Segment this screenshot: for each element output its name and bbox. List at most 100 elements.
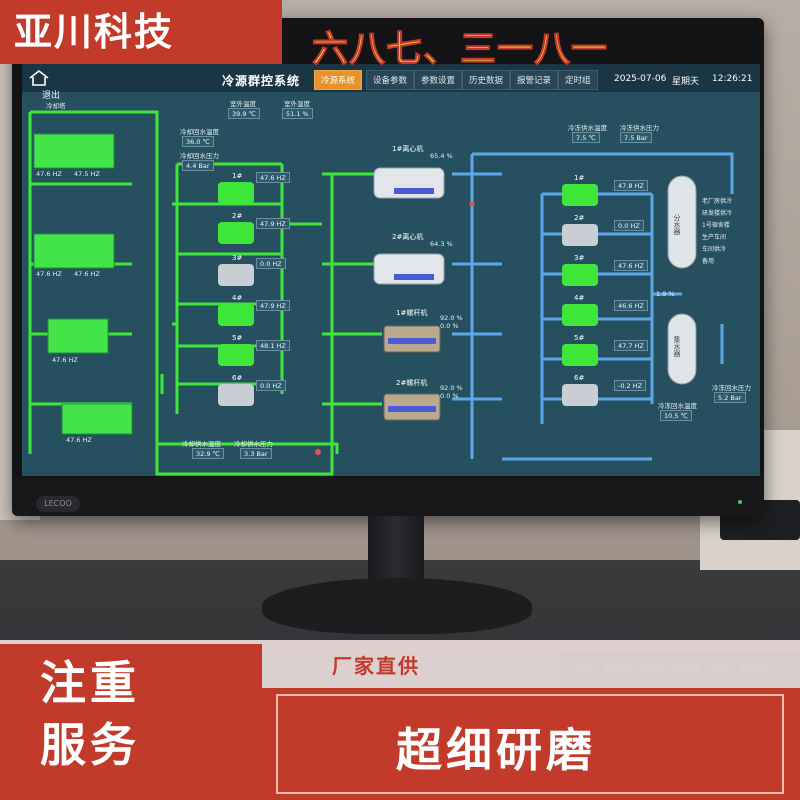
- cooling-tower-freq: 47.5 HZ: [74, 170, 100, 178]
- cooling-return-pressure-value: 4.4 Bar: [182, 160, 214, 171]
- chilled-pump-freq: 46.6 HZ: [614, 300, 648, 311]
- chilled-pump-name: 3#: [574, 254, 585, 262]
- chiller-name: 1#螺杆机: [396, 309, 428, 317]
- outdoor-temp-value: 39.9 ℃: [228, 108, 260, 119]
- chiller-load: 64.3 %: [430, 240, 453, 248]
- cooling-pump-freq: 0.0 HZ: [256, 380, 286, 391]
- exit-button[interactable]: 退出: [42, 91, 61, 101]
- chiller-name: 1#离心机: [392, 145, 424, 153]
- overlay-headline: 六八七、三一八一: [311, 29, 609, 71]
- chiller-load: 0.0 %: [440, 322, 459, 330]
- chilled-pump-name: 5#: [574, 334, 585, 342]
- overlay-left-line2: 服务: [40, 718, 140, 772]
- chilled-pump-name: 2#: [574, 214, 585, 222]
- cooling-pump-1-icon: [218, 182, 254, 204]
- chiller-load: 92.0 %: [440, 314, 463, 322]
- overlay-left-line1: 注重: [40, 656, 140, 710]
- clock-weekday: 星期天: [672, 77, 700, 87]
- cooling-pump-freq: 48.1 HZ: [256, 340, 290, 351]
- return-manifold-icon: [667, 313, 697, 385]
- cooling-return-temp-value: 36.0 ℃: [182, 136, 214, 147]
- chiller-load: 92.0 %: [440, 384, 463, 392]
- tab-param-settings[interactable]: 参数设置: [414, 70, 463, 90]
- cooling-return-pressure-label: 冷却回水压力: [180, 152, 219, 160]
- overlay-tagline-2: 超细研磨: [396, 723, 596, 777]
- cooling-pump-name: 2#: [232, 212, 243, 220]
- cooling-tower-freq: 47.6 HZ: [74, 270, 100, 278]
- chilled-pump-freq: 47.7 HZ: [614, 340, 648, 351]
- overlay-brand: 亚川科技: [0, 0, 282, 64]
- outdoor-humidity-value: 51.1 %: [282, 108, 313, 119]
- chilled-return-pressure-value: 5.2 Bar: [714, 392, 746, 403]
- branch-label: 备用: [702, 258, 715, 265]
- chilled-pump-3-icon: [562, 264, 598, 286]
- chilled-pump-freq: 0.0 HZ: [614, 220, 644, 231]
- chilled-pump-name: 1#: [574, 174, 585, 182]
- return-manifold-label: 集水器: [673, 336, 681, 357]
- supply-manifold-label: 分水器: [673, 214, 681, 235]
- chilled-pump-name: 4#: [574, 294, 585, 302]
- branch-label: 研发楼供冷: [702, 210, 733, 217]
- cooling-supply-temp-label: 冷却供水温度: [182, 440, 221, 448]
- cooling-tower-label: 冷却塔: [46, 102, 66, 110]
- clock-time: 12:26:21: [712, 74, 753, 84]
- chilled-pump-5-icon: [562, 344, 598, 366]
- branch-label: 1号宿舍楼: [702, 222, 730, 229]
- cooling-tower-freq: 47.6 HZ: [36, 170, 62, 178]
- tab-alarm-records[interactable]: 报警记录: [510, 70, 559, 90]
- supply-manifold-icon: [667, 175, 697, 269]
- chilled-return-temp-value: 10.5 ℃: [660, 410, 692, 421]
- cooling-pump-name: 6#: [232, 374, 243, 382]
- chiller-name: 2#离心机: [392, 233, 424, 241]
- chilled-supply-pressure-label: 冷冻供水压力: [620, 124, 659, 132]
- chilled-return-temp-label: 冷冻回水温度: [658, 402, 697, 410]
- chiller-icons: [373, 167, 445, 421]
- cooling-pump-freq: 0.0 HZ: [256, 258, 286, 269]
- chilled-pump-6-icon: [562, 384, 598, 406]
- branch-label: 生产车间: [702, 234, 727, 241]
- cooling-pump-name: 4#: [232, 294, 243, 302]
- cooling-pump-name: 3#: [232, 254, 243, 262]
- cooling-tower-1: [33, 133, 115, 169]
- chilled-pump-freq: 47.6 HZ: [614, 260, 648, 271]
- cooling-tower-freq: 47.6 HZ: [52, 356, 78, 364]
- chiller-load: 65.4 %: [430, 152, 453, 160]
- app-title: 冷源群控系统: [222, 74, 301, 88]
- cooling-pump-name: 1#: [232, 172, 243, 180]
- piping-diagram: [22, 92, 760, 476]
- cooling-supply-pressure-label: 冷却供水压力: [234, 440, 273, 448]
- cooling-pump-4-icon: [218, 304, 254, 326]
- valve-markers: [315, 201, 475, 455]
- home-icon[interactable]: [28, 69, 50, 87]
- branch-label: 老厂房供冷: [702, 198, 733, 205]
- tab-timer-groups[interactable]: 定时组: [558, 70, 598, 90]
- overlay-right-frame: [276, 694, 784, 794]
- cooling-supply-temp-value: 32.9 ℃: [192, 448, 224, 459]
- tab-device-params[interactable]: 设备参数: [366, 70, 415, 90]
- monitor-logo: LECOO: [36, 496, 80, 512]
- tab-history-data[interactable]: 历史数据: [462, 70, 511, 90]
- cooling-pump-freq: 47.9 HZ: [256, 218, 290, 229]
- cooling-tower-units: [33, 133, 133, 435]
- outdoor-temp-label: 室外温度: [230, 100, 256, 108]
- branch-label: 车间供冷: [702, 246, 727, 253]
- chiller-load: 0.0 %: [440, 392, 459, 400]
- cooling-tower-freq: 47.6 HZ: [36, 270, 62, 278]
- chilled-supply-pressure-value: 7.5 Bar: [620, 132, 652, 143]
- cooling-pump-6-icon: [218, 384, 254, 406]
- cooling-pump-5-icon: [218, 344, 254, 366]
- overlay-left-panel: 注重 服务: [0, 644, 262, 800]
- chilled-return-pressure-label: 冷冻回水压力: [712, 384, 751, 392]
- chilled-pump-freq: -0.2 HZ: [614, 380, 647, 391]
- cooling-pump-icons: [218, 182, 254, 406]
- chilled-pump-icons: [562, 184, 598, 406]
- power-led-icon: [738, 500, 742, 504]
- cooling-pump-freq: 47.6 HZ: [256, 172, 290, 183]
- cooling-tower-2: [33, 233, 115, 269]
- chilled-pump-4-icon: [562, 304, 598, 326]
- chiller-name: 2#螺杆机: [396, 379, 428, 387]
- monitor-chin: [12, 478, 764, 516]
- tab-cooling-system[interactable]: 冷源系统: [314, 70, 363, 90]
- cooling-pump-name: 5#: [232, 334, 243, 342]
- chilled-pump-2-icon: [562, 224, 598, 246]
